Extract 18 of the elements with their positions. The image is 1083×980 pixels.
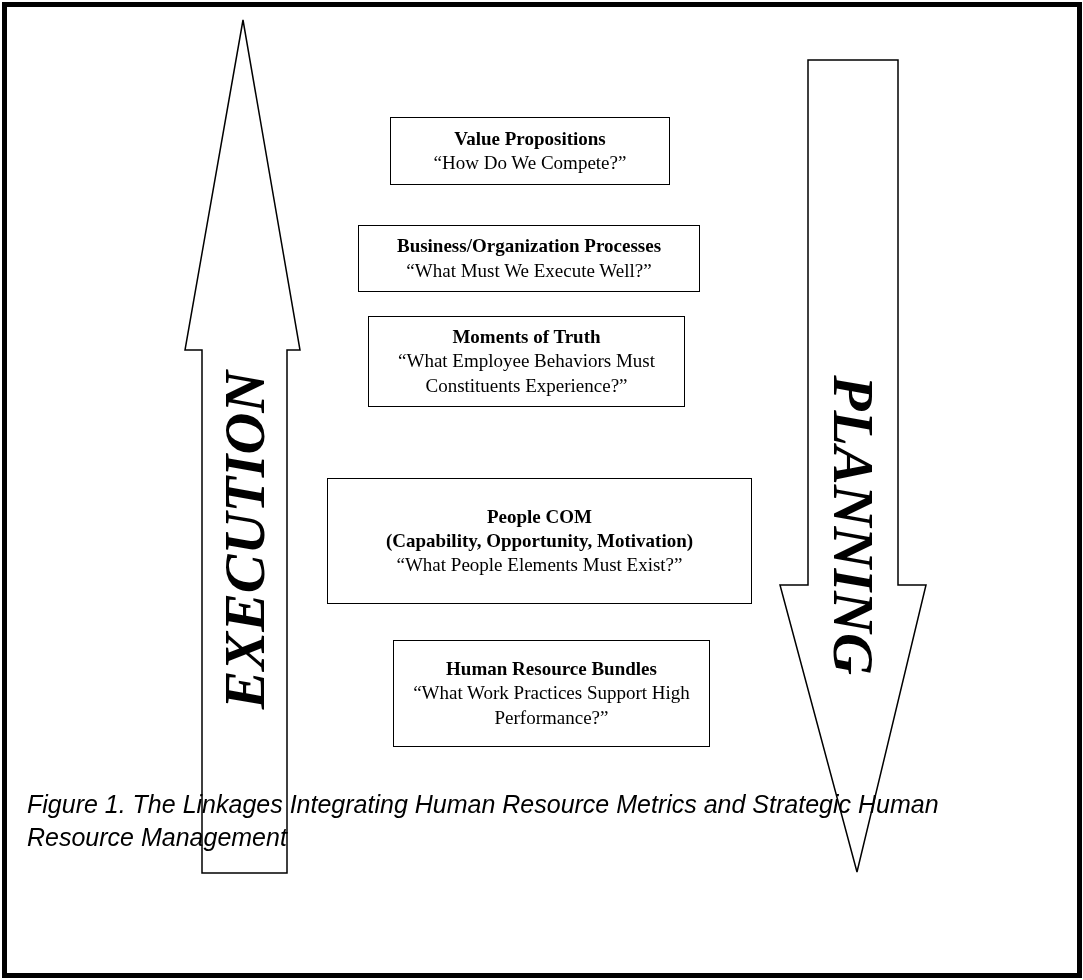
box-heading: People COM bbox=[487, 504, 592, 529]
arrow-label: PLANNING bbox=[824, 375, 882, 675]
box-heading: (Capability, Opportunity, Motivation) bbox=[385, 528, 694, 553]
box-question: “How Do We Compete?” bbox=[433, 151, 627, 175]
text-box bbox=[327, 478, 752, 604]
text-box bbox=[368, 316, 685, 407]
box-heading: Moments of Truth bbox=[452, 325, 601, 350]
box-heading: Human Resource Bundles bbox=[446, 657, 657, 682]
arrow-label: EXECUTION bbox=[216, 370, 274, 710]
text-box bbox=[390, 117, 670, 185]
box-question: “What Employee Behaviors Must Constituents Experience?” bbox=[397, 349, 656, 398]
box-question: “What Work Practices Support High Performance?” bbox=[412, 681, 691, 730]
box-question: “What Must We Execute Well?” bbox=[406, 258, 652, 283]
box-question: “What People Elements Must Exist?” bbox=[396, 553, 683, 578]
text-box bbox=[393, 640, 710, 747]
text-box bbox=[358, 225, 700, 292]
box-heading: Business/Organization Processes bbox=[396, 234, 662, 259]
box-heading: Value Propositions bbox=[454, 126, 606, 151]
